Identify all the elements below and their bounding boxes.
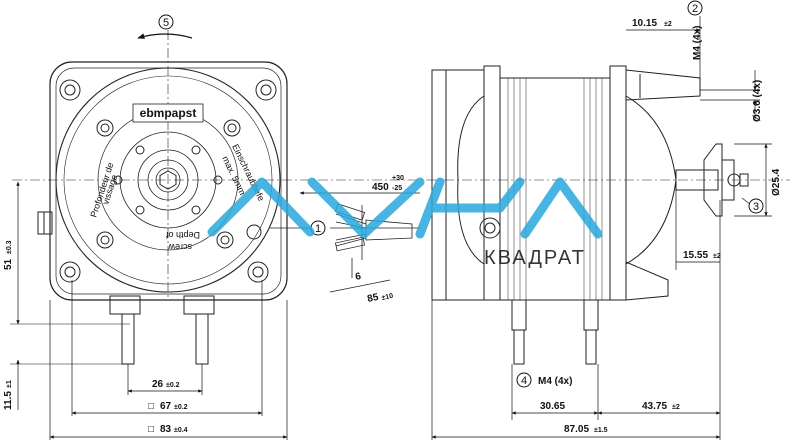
svg-text:M4 (4x): M4 (4x) xyxy=(538,376,572,387)
rotation-arrow xyxy=(137,33,193,39)
svg-text:67: 67 xyxy=(160,401,172,412)
brand-text: ebmpapst xyxy=(140,106,197,120)
svg-text:15.55: 15.55 xyxy=(683,250,708,261)
dim-51: 51 ±0.3 xyxy=(3,181,130,325)
corner-hole xyxy=(59,261,81,283)
dim-3-6: Ø3.6 (4x) xyxy=(700,70,763,122)
corner-hole xyxy=(59,79,81,101)
corner-hole xyxy=(255,79,277,101)
svg-text:87.05: 87.05 xyxy=(564,424,589,435)
dim-83: □ 83 ±0.4 xyxy=(49,300,288,440)
svg-text:4: 4 xyxy=(521,375,527,387)
svg-text:-25: -25 xyxy=(392,185,402,192)
svg-text:Ø3.6 (4x): Ø3.6 (4x) xyxy=(752,80,763,122)
svg-text:±2: ±2 xyxy=(713,253,721,260)
dim-30-65: 30.65 xyxy=(511,364,599,420)
svg-text:±10: ±10 xyxy=(381,293,394,302)
dim-6: 6 xyxy=(354,271,362,283)
svg-text:M4 (4x): M4 (4x) xyxy=(692,26,703,60)
dim-87-05: 87.05 ±1.5 xyxy=(431,300,721,440)
svg-text:10.15: 10.15 xyxy=(632,18,657,29)
svg-text:±1: ±1 xyxy=(6,380,13,388)
dim-85: 85 ±10 xyxy=(366,292,394,305)
callout-3: 3 xyxy=(741,197,764,214)
corner-hole xyxy=(247,261,269,283)
front-view xyxy=(12,30,300,365)
svg-text:±0.2: ±0.2 xyxy=(174,404,188,411)
svg-text:1: 1 xyxy=(315,223,321,235)
dim-43-75: 43.75 ±2 xyxy=(597,200,721,440)
svg-text:30.65: 30.65 xyxy=(540,401,565,412)
svg-text:6: 6 xyxy=(354,271,362,283)
dim-11-5: 11.5 ±1 xyxy=(3,359,130,410)
dim-15-55: 15.55 ±2 xyxy=(675,190,721,270)
svg-text:±0.4: ±0.4 xyxy=(174,427,188,434)
svg-text:51: 51 xyxy=(3,258,14,270)
svg-text:±1.5: ±1.5 xyxy=(594,427,608,434)
callout-5: 5 xyxy=(158,14,174,30)
svg-text:85: 85 xyxy=(366,292,380,305)
svg-text:□: □ xyxy=(148,401,154,412)
dim-26: 26 ±0.2 xyxy=(127,364,203,395)
svg-text:3: 3 xyxy=(753,201,759,213)
callout-1: 1 xyxy=(310,220,326,236)
svg-text:±2: ±2 xyxy=(664,21,672,28)
svg-text:11.5: 11.5 xyxy=(3,391,14,410)
watermark-logo xyxy=(207,177,603,239)
side-view xyxy=(300,65,790,365)
svg-text:450: 450 xyxy=(372,182,389,193)
svg-text:2: 2 xyxy=(692,3,698,15)
svg-text:+30: +30 xyxy=(392,175,404,182)
svg-text:Ø25.4: Ø25.4 xyxy=(771,168,782,196)
svg-text:±0.2: ±0.2 xyxy=(166,382,180,389)
brand-label: ebmpapst xyxy=(132,103,204,123)
svg-text:5: 5 xyxy=(163,17,169,29)
plate-text-bottom-2: screw xyxy=(168,242,192,252)
svg-text:43.75: 43.75 xyxy=(642,401,667,412)
dim-10-15: 10.15 ±2 xyxy=(626,16,701,80)
svg-text:83: 83 xyxy=(160,424,172,435)
svg-text:26: 26 xyxy=(152,379,164,390)
callout-2: 2 M4 (4x) xyxy=(687,0,703,60)
plate-text-bottom-1: Depth of xyxy=(165,230,200,240)
svg-text:□: □ xyxy=(148,424,154,435)
dim-25-4: Ø25.4 xyxy=(734,143,782,217)
callout-4: 4 M4 (4x) xyxy=(516,372,572,388)
watermark-text: КВАДРАТ xyxy=(484,247,586,269)
dim-67: □ 67 ±0.2 xyxy=(71,280,263,416)
svg-text:±2: ±2 xyxy=(672,404,680,411)
svg-text:±0.3: ±0.3 xyxy=(6,240,13,254)
